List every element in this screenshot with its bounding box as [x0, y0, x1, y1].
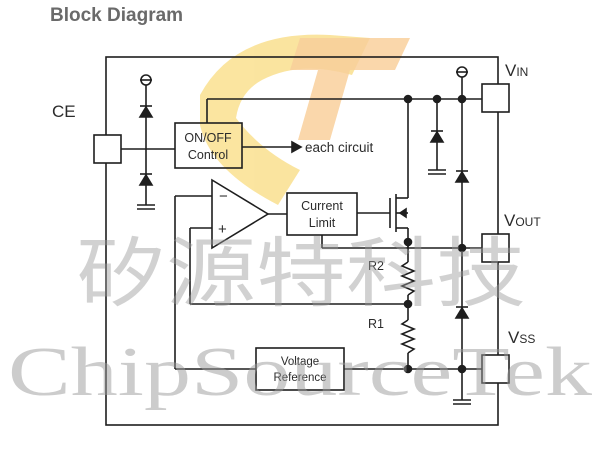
- logo-mark: [200, 34, 410, 206]
- each-circuit-label: each circuit: [305, 140, 374, 155]
- onoff-label-2: Control: [188, 148, 228, 162]
- amp-plus-label: +: [218, 221, 227, 238]
- onoff-label-1: ON/OFF: [184, 131, 232, 145]
- vss-label: VSS: [508, 328, 535, 347]
- onoff-control-block: [174, 122, 243, 169]
- vref-label-2: Reference: [273, 372, 326, 384]
- watermark-cn: 矽源特科技: [76, 229, 526, 318]
- vout-label: VOUT: [504, 211, 541, 230]
- r2-label: R2: [368, 259, 384, 273]
- vin-label: VIN: [505, 61, 528, 80]
- vin-pin[interactable]: [481, 83, 510, 113]
- vss-pin[interactable]: [481, 354, 510, 384]
- current-limit-label-1: Current: [301, 199, 343, 213]
- vref-label-1: Voltage: [281, 356, 319, 368]
- ce-label: CE: [52, 102, 76, 121]
- watermark-en: ChipSourceTek: [8, 334, 592, 411]
- ce-pin[interactable]: [93, 134, 122, 164]
- r1-label: R1: [368, 317, 384, 331]
- error-amplifier: [211, 178, 270, 250]
- current-limit-label-2: Limit: [309, 216, 336, 230]
- page-title: Block Diagram: [50, 5, 184, 26]
- amp-minus-label: −: [219, 188, 228, 205]
